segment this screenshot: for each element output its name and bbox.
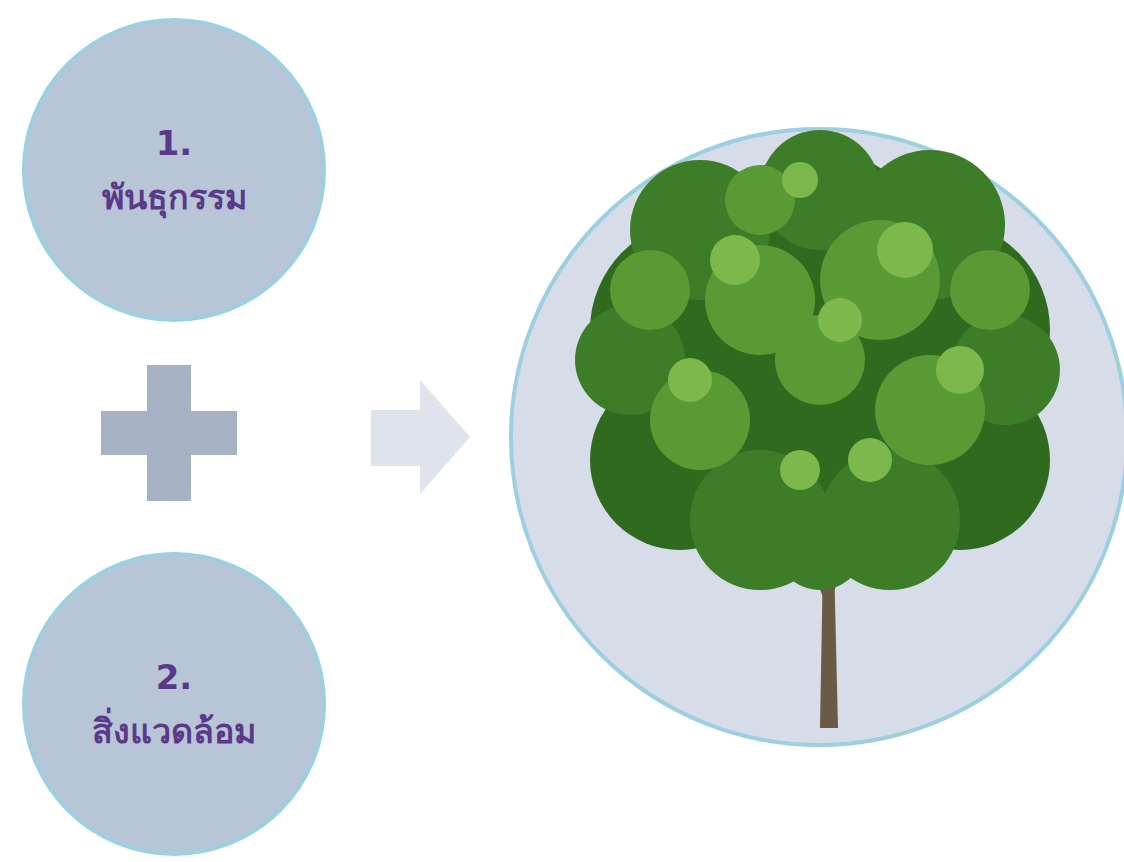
factor-number: 1.: [156, 116, 193, 170]
factor-circle: 1.พันธุกรรม: [22, 18, 326, 322]
factor-circle: 2.สิ่งแวดล้อม: [22, 552, 326, 856]
plus-sign: [101, 365, 237, 501]
arrow-shape: [371, 380, 470, 494]
factor-label: สิ่งแวดล้อม: [92, 704, 256, 758]
factor-number: 2.: [156, 650, 193, 704]
tree-picture: [575, 130, 1060, 728]
circle-outline: [22, 18, 326, 322]
factor-label: พันธุกรรม: [102, 170, 247, 224]
result-circle: [511, 129, 1124, 745]
circle-outline: [22, 552, 326, 856]
